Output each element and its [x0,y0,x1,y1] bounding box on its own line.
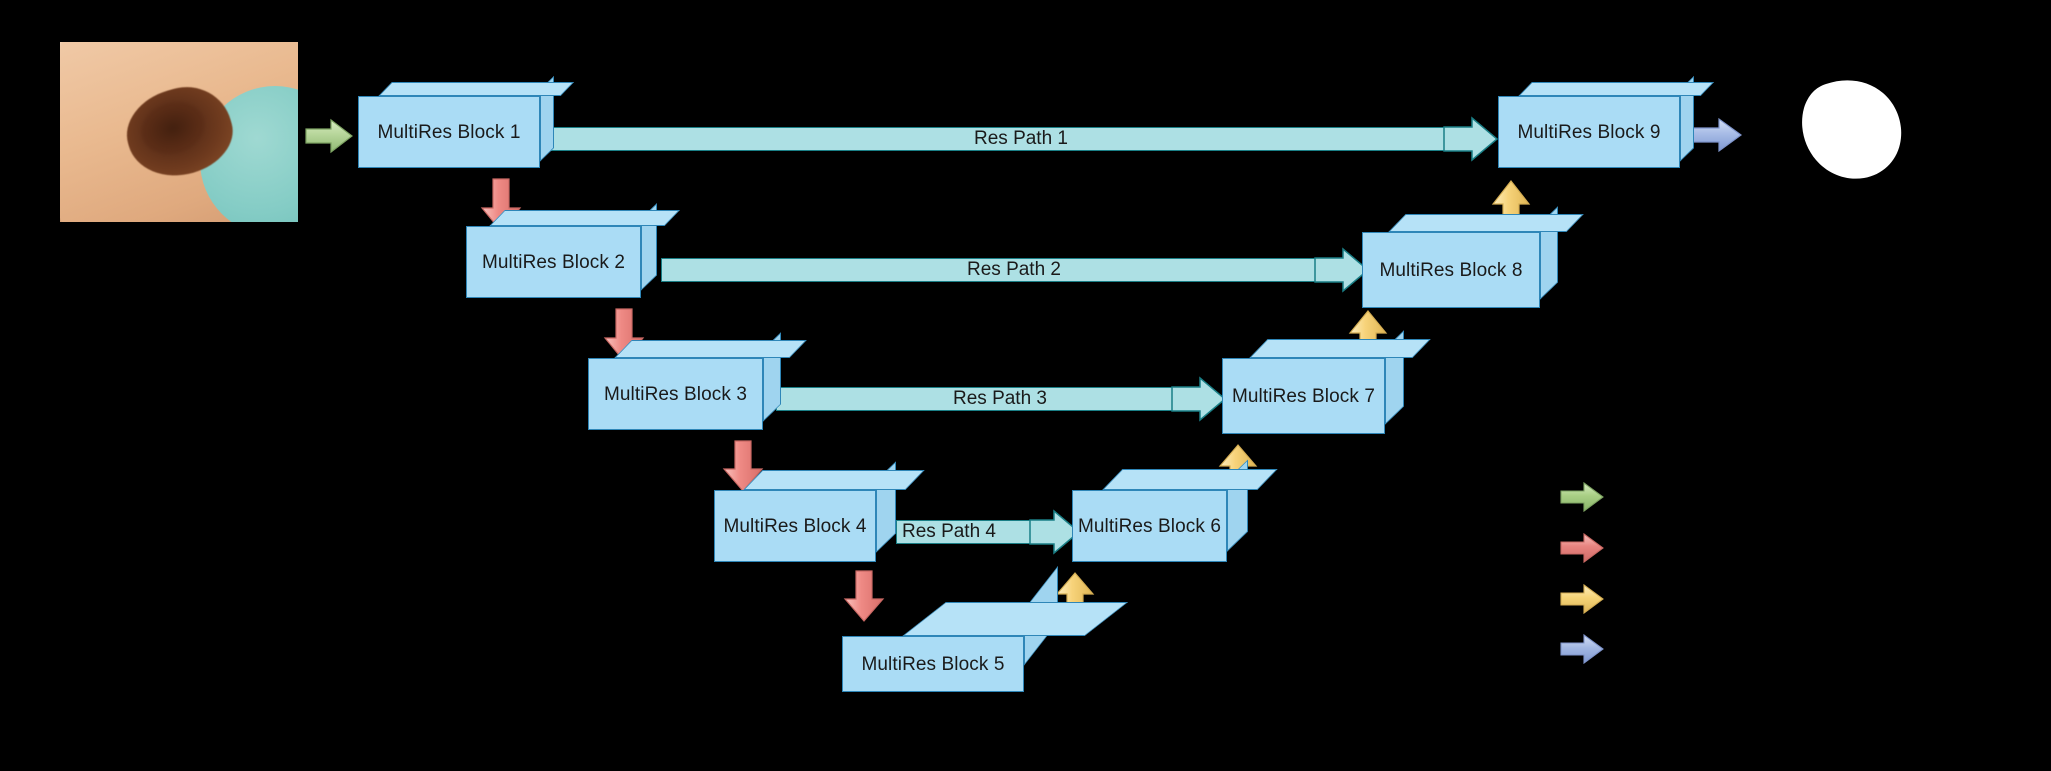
block-multires-2-label: MultiRes Block 2 [481,251,626,273]
block-multires-7-label: MultiRes Block 7 [1231,385,1376,407]
legend-arrow-green [1560,480,1604,514]
respath2-label: Res Path 2 [967,259,1061,280]
respath4: Res Path 4 [896,509,1081,555]
block-multires-3-front: MultiRes Block 3 [588,358,763,430]
block-multires-6-top [1102,469,1278,490]
block-multires-6-label: MultiRes Block 6 [1077,515,1222,537]
respath4-head [1029,509,1081,555]
block-multires-5-top [902,602,1129,636]
respath3-head [1171,376,1227,422]
block-multires-4-label: MultiRes Block 4 [723,515,867,537]
block-multires-7-top [1249,339,1431,358]
block-multires-3[interactable]: MultiRes Block 3 [588,332,807,430]
block-multires-4-top [743,470,925,490]
legend-arrow-yellow [1560,582,1604,616]
downsample-arrow-4 [843,570,885,622]
block-multires-8-label: MultiRes Block 8 [1379,259,1523,281]
block-multires-2[interactable]: MultiRes Block 2 [466,203,680,298]
block-multires-3-label: MultiRes Block 3 [603,383,748,405]
block-multires-2-top [489,210,680,226]
legend [1560,480,1680,665]
respath4-label: Res Path 4 [902,521,996,542]
block-multires-5[interactable]: MultiRes Block 5 [842,565,1129,692]
respath2: Res Path 2 [661,247,1370,293]
block-multires-7-front: MultiRes Block 7 [1222,358,1385,434]
respath2-body [661,258,1329,282]
input-arrow-green [305,117,353,155]
block-multires-5-label: MultiRes Block 5 [861,653,1005,675]
block-multires-8[interactable]: MultiRes Block 8 [1362,206,1584,308]
block-multires-9-front: MultiRes Block 9 [1498,96,1680,168]
block-multires-1[interactable]: MultiRes Block 1 [358,75,575,168]
respath1: Res Path 1 [546,116,1499,162]
block-multires-8-front: MultiRes Block 8 [1362,232,1540,308]
respath1-body [546,127,1458,151]
respath3-body [776,387,1186,411]
block-multires-9-label: MultiRes Block 9 [1517,121,1661,143]
block-multires-5-front: MultiRes Block 5 [842,636,1024,692]
block-multires-7[interactable]: MultiRes Block 7 [1222,330,1431,434]
block-multires-6[interactable]: MultiRes Block 6 [1072,459,1278,562]
respath1-head [1443,116,1499,162]
legend-arrow-red [1560,531,1604,565]
block-multires-3-top [614,340,807,358]
output-segmentation-mask [1790,76,1920,191]
respath2-head [1314,247,1370,293]
block-multires-6-front: MultiRes Block 6 [1072,490,1227,562]
block-multires-9[interactable]: MultiRes Block 9 [1498,75,1715,168]
respath4-body [896,520,1044,544]
respath1-label: Res Path 1 [974,128,1068,149]
legend-arrow-blue [1560,632,1604,666]
block-multires-1-top [378,82,575,96]
output-arrow-blue [1692,115,1743,155]
block-multires-4-front: MultiRes Block 4 [714,490,876,562]
input-dermoscopy-image [60,42,298,222]
respath3-label: Res Path 3 [953,388,1047,409]
block-multires-2-front: MultiRes Block 2 [466,226,641,298]
block-multires-1-front: MultiRes Block 1 [358,96,540,168]
block-multires-8-top [1388,214,1584,232]
respath3: Res Path 3 [776,376,1227,422]
block-multires-4[interactable]: MultiRes Block 4 [714,461,925,562]
block-multires-9-top [1518,82,1715,96]
block-multires-1-label: MultiRes Block 1 [377,121,521,143]
